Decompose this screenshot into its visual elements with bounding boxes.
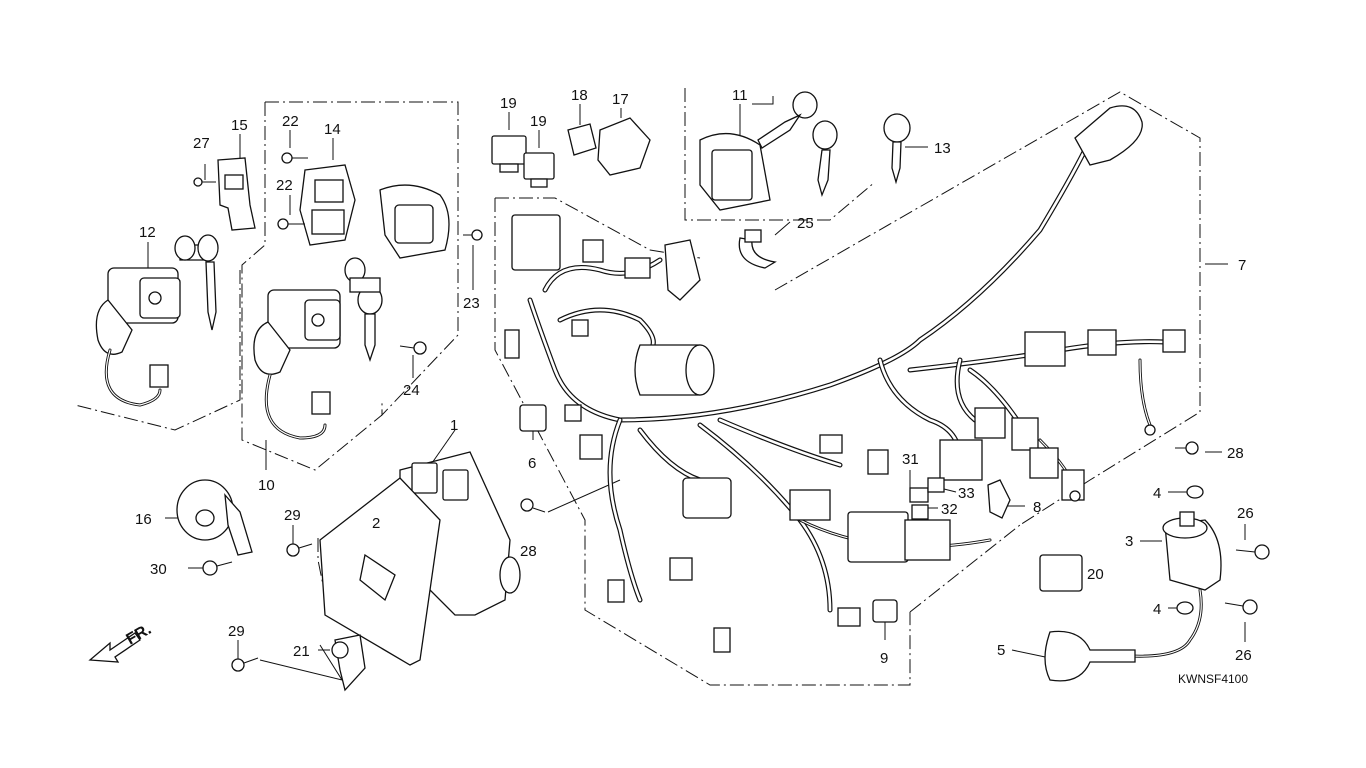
callout-25: 25 bbox=[797, 215, 814, 232]
seat-lock-part-11 bbox=[699, 91, 911, 211]
callout-24: 24 bbox=[403, 382, 420, 399]
callout-9: 9 bbox=[880, 650, 888, 667]
bolt-icon bbox=[193, 177, 216, 187]
relay-icon bbox=[567, 123, 597, 156]
front-direction-arrow-icon: FR. bbox=[88, 621, 154, 663]
callout-11: 11 bbox=[732, 87, 748, 104]
callout-32: 32 bbox=[941, 501, 958, 518]
callout-7: 7 bbox=[1238, 257, 1246, 274]
bolt-icon bbox=[202, 560, 233, 576]
callout-17: 17 bbox=[612, 91, 629, 108]
callout-31: 31 bbox=[902, 451, 919, 468]
relay-icon bbox=[523, 152, 555, 180]
callout-19-right: 19 bbox=[530, 113, 547, 130]
bolt-icon bbox=[1175, 441, 1199, 455]
callout-10: 10 bbox=[258, 477, 275, 494]
callout-33: 33 bbox=[958, 485, 975, 502]
drawing-code: KWNSF4100 bbox=[1178, 672, 1248, 686]
relay-icon bbox=[491, 135, 527, 165]
ignition-coil-part-3 bbox=[1044, 485, 1270, 682]
callout-22-upper: 22 bbox=[282, 113, 299, 130]
switch-bracket-parts bbox=[193, 152, 483, 355]
ecu-part-1 bbox=[319, 451, 521, 692]
bolt-icon bbox=[286, 543, 313, 557]
main-switch-set-part-10 bbox=[253, 257, 383, 440]
ignition-coil-icon bbox=[1162, 511, 1222, 591]
callout-13: 13 bbox=[934, 140, 951, 157]
callout-16: 16 bbox=[135, 511, 152, 528]
callout-1: 1 bbox=[450, 417, 458, 434]
key-icon bbox=[205, 261, 217, 331]
callout-4-lower: 4 bbox=[1153, 601, 1161, 618]
callout-3: 3 bbox=[1125, 533, 1133, 550]
bolt-icon bbox=[281, 152, 308, 164]
callout-27: 27 bbox=[193, 135, 210, 152]
bolt-icon bbox=[1224, 599, 1258, 615]
callout-6: 6 bbox=[528, 455, 536, 472]
key-icon bbox=[364, 313, 376, 363]
bolt-icon bbox=[463, 229, 483, 241]
ignition-switch-part-12 bbox=[95, 234, 219, 407]
callout-26-upper: 26 bbox=[1237, 505, 1254, 522]
key-icon bbox=[757, 113, 802, 149]
bolt-icon bbox=[1235, 544, 1270, 560]
callout-23: 23 bbox=[463, 295, 480, 312]
callout-15: 15 bbox=[231, 117, 248, 134]
horn-part-16 bbox=[176, 479, 313, 672]
key-icon bbox=[891, 141, 902, 185]
callout-26-lower: 26 bbox=[1235, 647, 1252, 664]
callout-22-lower: 22 bbox=[276, 177, 293, 194]
callout-12: 12 bbox=[139, 224, 156, 241]
callout-28-lower: 28 bbox=[520, 543, 537, 560]
callout-4-upper: 4 bbox=[1153, 485, 1161, 502]
callout-2: 2 bbox=[372, 515, 380, 532]
callout-21: 21 bbox=[293, 643, 310, 660]
relay-icon bbox=[1039, 554, 1083, 592]
clamp-part-25 bbox=[738, 229, 777, 269]
horn-icon bbox=[176, 479, 253, 556]
callout-8: 8 bbox=[1033, 499, 1041, 516]
callout-30: 30 bbox=[150, 561, 167, 578]
key-icon bbox=[817, 149, 831, 198]
callout-18: 18 bbox=[571, 87, 588, 104]
callout-labels: 1 2 3 4 4 5 6 7 8 9 10 11 12 13 14 15 16… bbox=[135, 87, 1254, 667]
bolt-icon bbox=[231, 657, 259, 672]
callout-20: 20 bbox=[1087, 566, 1104, 583]
relay-icon bbox=[597, 117, 651, 176]
callout-14: 14 bbox=[324, 121, 341, 138]
callout-19-left: 19 bbox=[500, 95, 517, 112]
relay-parts bbox=[491, 117, 651, 188]
bolt-icon bbox=[277, 218, 305, 230]
wire-harness-part-7 bbox=[504, 105, 1199, 653]
callout-29-lower: 29 bbox=[228, 623, 245, 640]
callout-28-right: 28 bbox=[1227, 445, 1244, 462]
callout-5: 5 bbox=[997, 642, 1005, 659]
callout-29-upper: 29 bbox=[284, 507, 301, 524]
bolt-icon bbox=[399, 341, 427, 355]
bolt-icon bbox=[520, 498, 546, 513]
